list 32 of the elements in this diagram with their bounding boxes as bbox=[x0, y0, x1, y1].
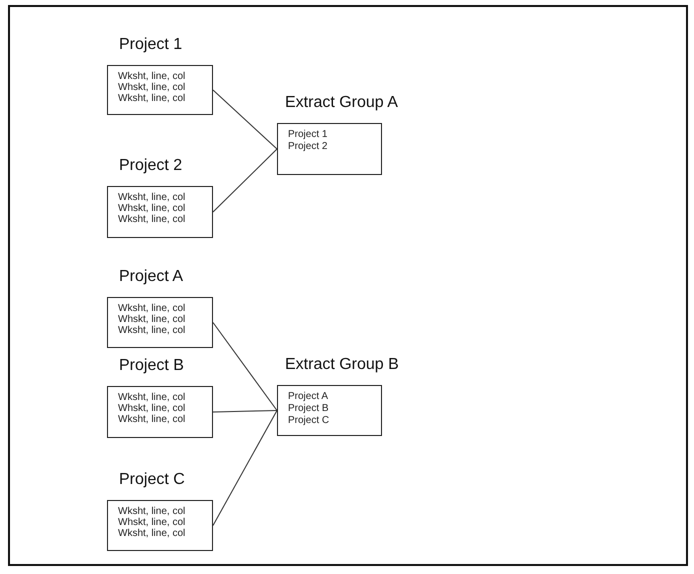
project-list-item: Project B bbox=[288, 403, 330, 415]
project-title: Project 2 bbox=[119, 156, 182, 176]
cell-reference-text: Whskt, line, col bbox=[118, 314, 186, 325]
group-title: Extract Group A bbox=[285, 93, 398, 113]
cell-reference-text: Whskt, line, col bbox=[118, 203, 186, 214]
cell-reference-text: Whskt, line, col bbox=[118, 517, 186, 528]
project-title: Project C bbox=[119, 470, 185, 490]
connector-line bbox=[212, 410, 278, 412]
cell-reference-text: Wksht, line, col bbox=[118, 528, 186, 539]
cell-reference-text: Wksht, line, col bbox=[118, 414, 186, 425]
cell-reference-text: Whskt, line, col bbox=[118, 82, 186, 93]
group-title: Extract Group B bbox=[285, 355, 399, 375]
cell-reference-text: Wksht, line, col bbox=[118, 392, 186, 403]
cell-reference-text: Wksht, line, col bbox=[118, 71, 186, 82]
cell-reference-text: Wksht, line, col bbox=[118, 325, 186, 336]
project-title: Project 1 bbox=[119, 35, 182, 55]
cell-reference-text: Whskt, line, col bbox=[118, 403, 186, 414]
cell-reference-text: Wksht, line, col bbox=[118, 93, 186, 104]
project-title: Project A bbox=[119, 267, 184, 287]
cell-reference-text: Wksht, line, col bbox=[118, 214, 186, 225]
project-list-item: Project A bbox=[288, 391, 330, 403]
project-title: Project B bbox=[119, 356, 184, 376]
project-list-item: Project C bbox=[288, 415, 330, 427]
connector-line bbox=[212, 410, 278, 526]
connector-line bbox=[212, 322, 278, 411]
connector-line bbox=[212, 148, 278, 212]
project-list-item: Project 2 bbox=[288, 141, 328, 153]
connector-line bbox=[212, 90, 278, 150]
cell-reference-text: Wksht, line, col bbox=[118, 303, 186, 314]
project-list-item: Project 1 bbox=[288, 129, 328, 141]
cell-reference-text: Wksht, line, col bbox=[118, 506, 186, 517]
cell-reference-text: Wksht, line, col bbox=[118, 192, 186, 203]
